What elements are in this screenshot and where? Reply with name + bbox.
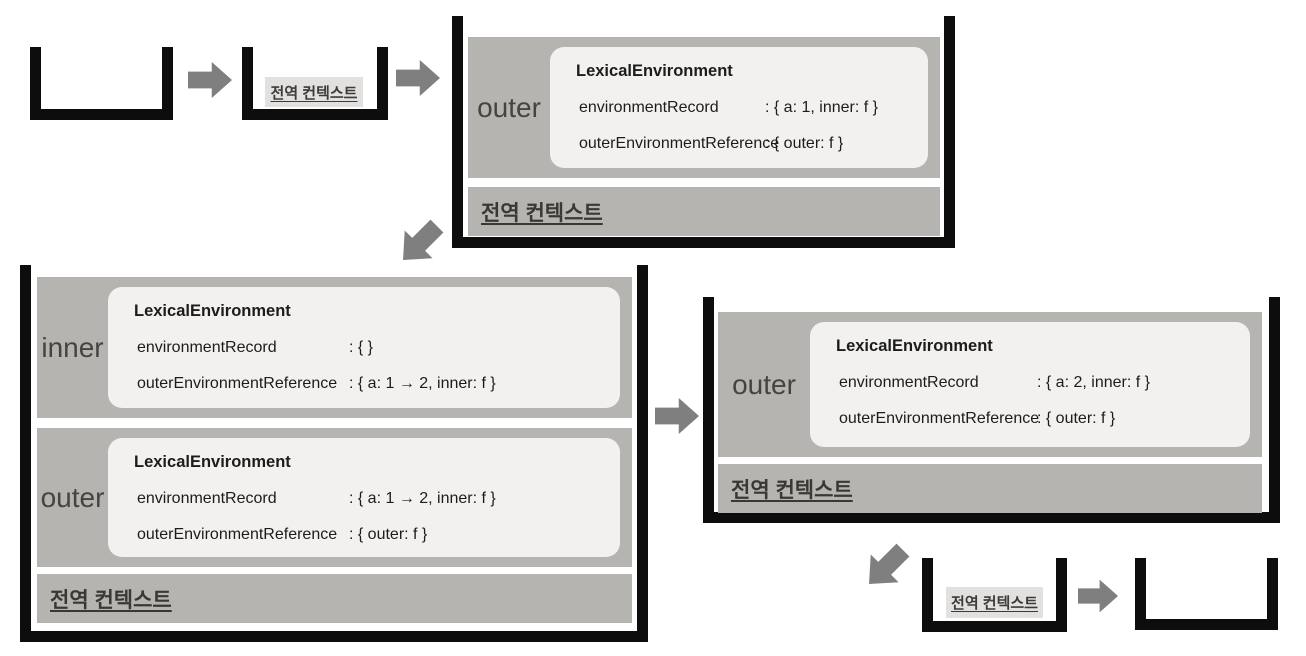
lexical-environment-title: LexicalEnvironment [134,453,291,471]
frame-name-label: inner [41,331,104,363]
arrow-right-icon [655,394,699,438]
global-context-label: 전역 컨텍스트 [946,587,1043,618]
call-stack-step-7-empty [1135,558,1278,630]
global-context-bar: 전역 컨텍스트 [468,187,940,236]
env-row-label: environmentRecord [579,99,719,116]
env-row-value: : { } [349,339,374,356]
frame-name-label: outer [40,481,105,513]
call-stack-step-2: 전역 컨텍스트 [242,47,388,120]
environment-record-row: environmentRecord : { } [137,337,614,359]
environment-record-row: environmentRecord : { a: 1 → 2, inner: f … [137,488,614,510]
arrow-down-left-icon [862,543,910,591]
env-row-label: outerEnvironmentReference [137,375,338,392]
env-row-value: : { outer: f } [765,135,844,152]
lexical-environment-box: LexicalEnvironment environmentRecord : { … [550,47,928,168]
env-row-label: outerEnvironmentReference [137,526,338,543]
env-row-label: environmentRecord [839,374,979,391]
global-context-text: 전역 컨텍스트 [951,595,1038,612]
execution-context-frame-outer: outer LexicalEnvironment environmentReco… [37,428,632,567]
global-context-text: 전역 컨텍스트 [481,201,603,225]
outer-environment-reference-row: outerEnvironmentReference: { outer: f } [839,408,1244,430]
env-row-value: : { outer: f } [1037,410,1116,427]
global-context-label: 전역 컨텍스트 [265,77,363,107]
env-row-value: : { a: 1, inner: f } [765,99,878,116]
lexical-environment-box: LexicalEnvironment environmentRecord : { … [108,287,620,408]
execution-context-frame-outer: outer LexicalEnvironment environmentReco… [718,312,1262,457]
env-row-label: outerEnvironmentReference [839,410,1040,427]
env-row-value: : { outer: f } [349,526,428,543]
outer-environment-reference-row: outerEnvironmentReference : { a: 1 → 2, i… [137,373,614,395]
arrow-right-icon [396,56,440,100]
lexical-environment-box: LexicalEnvironment environmentRecord : { … [810,322,1250,447]
lexical-environment-title: LexicalEnvironment [576,62,733,80]
env-row-label: environmentRecord [137,339,277,356]
outer-environment-reference-row: outerEnvironmentReference : { outer: f } [137,524,614,546]
environment-record-row: environmentRecord : { a: 2, inner: f } [839,372,1244,394]
global-context-text: 전역 컨텍스트 [50,588,172,612]
env-row-label: outerEnvironmentReference [579,135,780,152]
arrow-right-icon [1078,576,1118,616]
environment-record-row: environmentRecord : { a: 1, inner: f } [579,97,922,119]
env-row-label: environmentRecord [137,490,277,507]
lexical-environment-box: LexicalEnvironment environmentRecord : { … [108,438,620,557]
env-row-value: : { a: 2, inner: f } [1037,374,1150,391]
lexical-environment-title: LexicalEnvironment [836,337,993,355]
call-stack-step-3: outer LexicalEnvironment environmentReco… [452,16,955,248]
global-context-bar: 전역 컨텍스트 [718,464,1262,513]
call-stack-step-1-empty [30,47,173,120]
arrow-down-left-icon [396,219,444,267]
call-stack-step-6: 전역 컨텍스트 [922,558,1067,632]
lexical-environment-title: LexicalEnvironment [134,302,291,320]
global-context-bar: 전역 컨텍스트 [37,574,632,623]
frame-name-label: outer [477,91,541,123]
outer-environment-reference-row: outerEnvironmentReference: { outer: f } [579,133,922,155]
global-context-text: 전역 컨텍스트 [270,84,358,102]
execution-context-frame-inner: inner LexicalEnvironment environmentReco… [37,277,632,418]
execution-context-frame-outer: outer LexicalEnvironment environmentReco… [468,37,940,178]
env-row-value: : { a: 1 → 2, inner: f } [349,490,496,507]
frame-name-label: outer [732,368,796,400]
env-row-value: : { a: 1 → 2, inner: f } [349,375,496,392]
call-stack-step-5: outer LexicalEnvironment environmentReco… [703,297,1280,523]
call-stack-step-4: inner LexicalEnvironment environmentReco… [20,265,648,642]
global-context-text: 전역 컨텍스트 [731,478,853,502]
arrow-right-icon [188,58,232,102]
